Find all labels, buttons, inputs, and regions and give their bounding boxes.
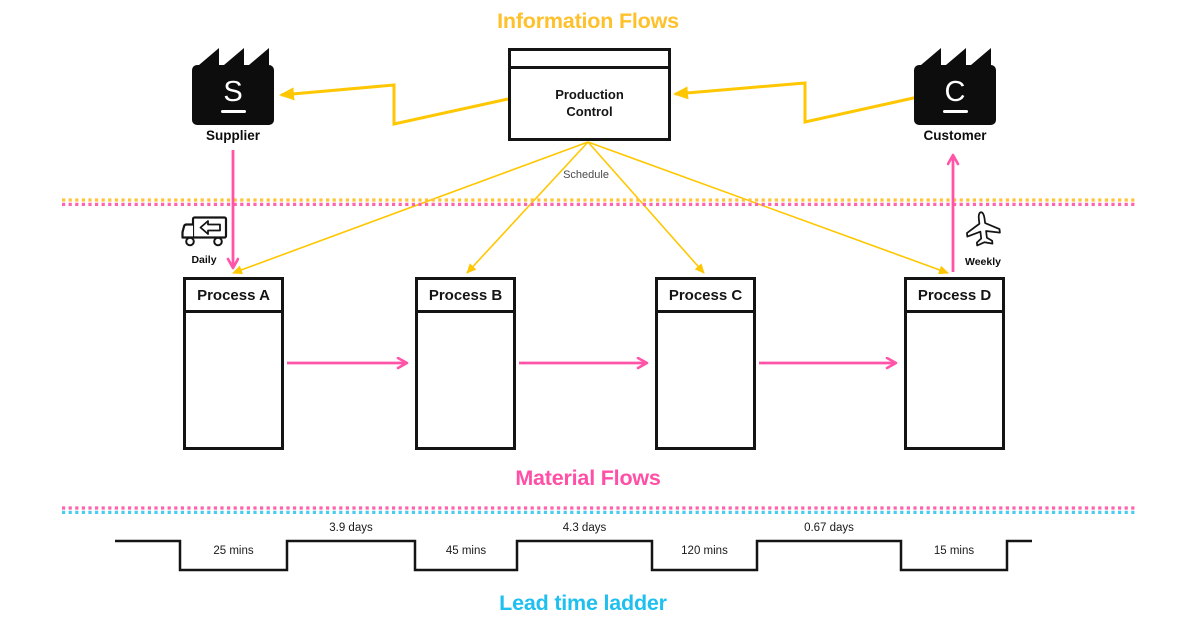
schedule-line-to-process-b — [466, 141, 589, 274]
factory-roof-icon — [914, 48, 996, 65]
information-flows-title: Information Flows — [497, 9, 679, 33]
monogram-underline — [220, 109, 246, 113]
schedule-line-to-process-a — [232, 141, 589, 275]
outbound-shipment-node[interactable]: Weekly — [958, 209, 1008, 268]
process-c-label: Process C — [658, 280, 753, 313]
monogram-underline — [942, 109, 968, 113]
inbound-shipment-node[interactable]: Daily — [179, 215, 229, 266]
process-time-label: 15 mins — [933, 545, 975, 557]
airplane-icon — [966, 211, 1001, 247]
process-a-label: Process A — [186, 280, 281, 313]
info-zigzag-arrow-to-supplier — [279, 83, 509, 126]
process-d-label: Process D — [907, 280, 1002, 313]
info-zigzag-arrow-to-production-control — [673, 81, 919, 124]
truck-icon — [181, 216, 228, 247]
production-control-box[interactable]: Production Control — [508, 48, 671, 141]
process-b-label: Process B — [418, 280, 513, 313]
customer-node[interactable]: C Customer — [914, 48, 996, 143]
outbound-frequency-label: Weekly — [965, 256, 1001, 268]
process-b-box[interactable]: Process B — [415, 277, 516, 450]
supplier-factory-icon: S — [192, 65, 274, 125]
supplier-monogram: S — [223, 75, 243, 108]
process-c-box[interactable]: Process C — [655, 277, 756, 450]
material-flows-title: Material Flows — [515, 466, 661, 490]
process-a-box[interactable]: Process A — [183, 277, 284, 450]
lead-time-label: 3.9 days — [329, 522, 373, 534]
customer-monogram: C — [944, 75, 966, 108]
schedule-annotation: Schedule — [563, 169, 609, 181]
lead-time-ladder-line — [115, 539, 1032, 572]
lead-time-label: 0.67 days — [804, 522, 854, 534]
customer-factory-icon: C — [914, 65, 996, 125]
production-control-label: Production Control — [555, 86, 624, 119]
schedule-line-to-process-d — [587, 141, 949, 275]
process-time-label: 120 mins — [681, 545, 728, 557]
supplier-node[interactable]: S Supplier — [192, 48, 274, 143]
customer-label: Customer — [923, 128, 987, 143]
lead-time-ladder-title: Lead time ladder — [499, 591, 667, 615]
lead-time-label: 4.3 days — [562, 522, 607, 534]
production-control-header-band — [511, 51, 668, 69]
process-time-label: 25 mins — [213, 545, 254, 557]
schedule-line-to-process-c — [587, 141, 705, 274]
process-d-box[interactable]: Process D — [904, 277, 1005, 450]
production-control-body: Production Control — [511, 69, 668, 138]
inbound-frequency-label: Daily — [191, 254, 217, 266]
process-time-label: 45 mins — [445, 545, 487, 557]
factory-roof-icon — [192, 48, 274, 65]
supplier-label: Supplier — [205, 128, 260, 143]
